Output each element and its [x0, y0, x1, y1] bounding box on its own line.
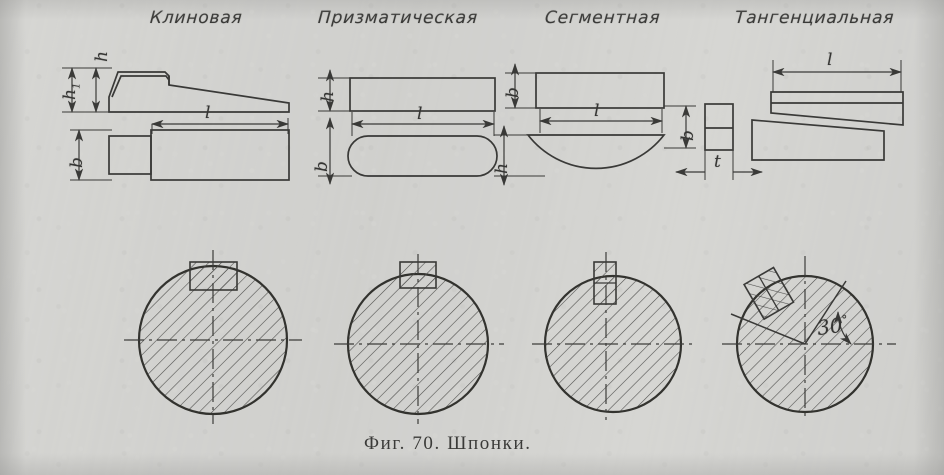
label-l-wedge: l	[205, 103, 211, 123]
dimension-b-prismatic	[318, 116, 352, 186]
label-b-segment-right: b	[678, 130, 698, 141]
segment-key-side-view	[535, 72, 665, 109]
dimension-b-wedge	[70, 128, 112, 182]
dimension-b-segment-right	[664, 104, 696, 150]
tangential-key-side-view	[751, 91, 904, 161]
label-b-prismatic: b	[312, 161, 332, 172]
dimension-t-segment	[674, 150, 764, 180]
prismatic-key-plan-view	[347, 135, 498, 177]
figure-caption: Фиг. 70. Шпонки.	[364, 433, 532, 454]
dimension-l-prismatic	[350, 112, 496, 136]
label-l-tangential: l	[827, 50, 833, 70]
label-t-segment: t	[714, 152, 721, 172]
dimension-b-segment-top	[505, 62, 538, 110]
wedge-key-plan-view	[108, 129, 290, 181]
dimension-h-prismatic	[318, 68, 352, 113]
label-h-segment: h	[492, 163, 512, 174]
dimension-l-tangential	[771, 60, 903, 92]
dimension-h1-wedge	[62, 66, 112, 114]
label-h-wedge: h	[92, 51, 112, 62]
dimension-h-segment	[494, 124, 545, 187]
centerlines-wedge	[124, 250, 302, 424]
dimension-l-wedge	[150, 118, 290, 134]
shaft-section-tangential	[730, 266, 875, 414]
centerlines-segment	[532, 252, 696, 420]
centerlines-tangential	[722, 256, 896, 420]
label-l-segment: l	[594, 101, 600, 121]
label-angle-30deg: 30°	[815, 312, 849, 341]
shaft-section-segment	[543, 261, 683, 414]
label-b-wedge: b	[67, 157, 87, 168]
segment-key-end-view	[704, 103, 734, 151]
dimension-l-segment	[538, 109, 664, 133]
label-h-prismatic: h	[318, 91, 338, 102]
label-l-prismatic: l	[417, 104, 423, 124]
wedge-key-side-view	[108, 71, 290, 113]
centerlines-prismatic	[334, 254, 504, 424]
label-h1-wedge: h1	[60, 82, 83, 100]
prismatic-key-side-view	[349, 77, 496, 112]
label-b-segment-top: b	[503, 87, 523, 98]
segment-key-plan-view	[526, 134, 666, 170]
